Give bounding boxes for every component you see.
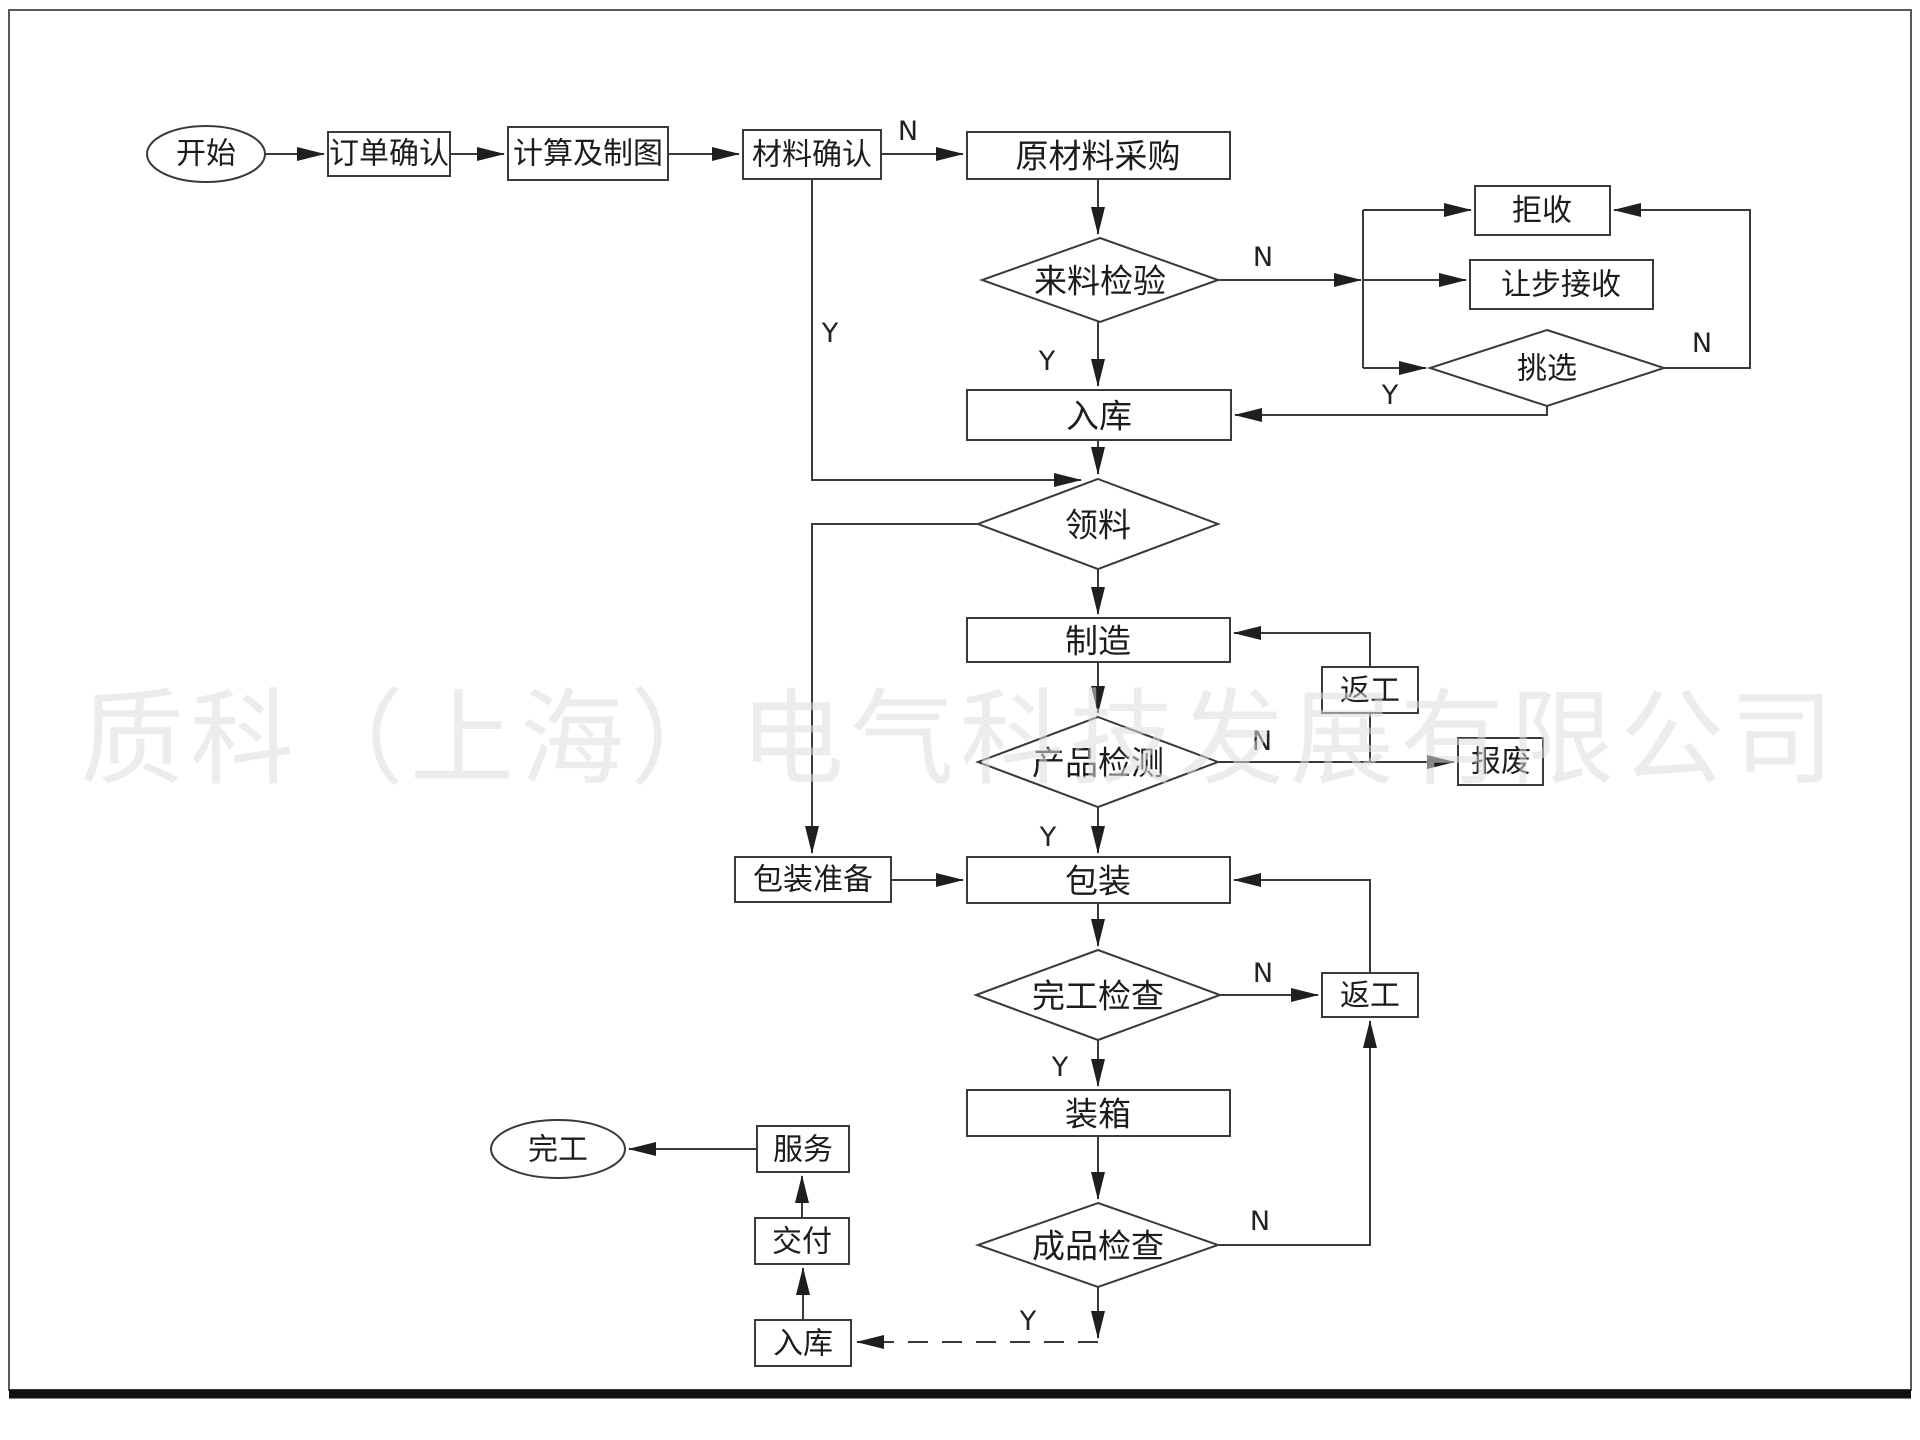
node-warehouse-in-1-label: 入库 [1066, 397, 1132, 436]
node-packaging-prep-shape [734, 856, 892, 903]
node-service-label: 服务 [773, 1133, 833, 1168]
node-packaging-label: 包装 [1065, 862, 1131, 901]
node-packaging-prep-label: 包装准备 [753, 863, 873, 898]
node-warehouse-in-2-label: 入库 [773, 1327, 833, 1362]
node-raw-purchase-shape [966, 131, 1231, 180]
node-reject-label: 拒收 [1512, 194, 1572, 229]
node-boxing-label: 装箱 [1065, 1095, 1131, 1134]
node-sorting-shape [1426, 328, 1668, 408]
edge-material-y-to-requisition [811, 179, 1082, 487]
nodes: 开始 订单确认 计算及制图 材料确认 原材料采购 来料检验 拒收 让步接收 挑选… [146, 125, 1668, 1367]
label-n-material-raw: N [898, 116, 918, 147]
edge-rework1-to-manufacture [1233, 626, 1371, 762]
node-scrap-shape [1457, 737, 1544, 786]
label-n-completion-check: N [1253, 958, 1273, 989]
node-scrap-label: 报废 [1471, 745, 1531, 780]
edge-sorting-n-to-reject [1613, 203, 1751, 369]
edge-requisition-to-packprep [805, 523, 978, 854]
node-concession-accept-label: 让步接收 [1501, 268, 1621, 303]
edge-final-n-to-rework2 [1218, 1020, 1377, 1246]
branch-labels: N N N Y Y Y N Y N Y N Y [821, 116, 1712, 1337]
label-n-incoming: N [1253, 242, 1273, 273]
node-service-shape [756, 1125, 850, 1173]
node-rework-1-label: 返工 [1340, 674, 1400, 709]
node-final-inspect-shape [974, 1201, 1222, 1289]
node-raw-purchase-label: 原材料采购 [1016, 137, 1181, 176]
label-y-product-inspect: Y [1039, 822, 1057, 853]
node-final-inspect-label: 成品检查 [1032, 1227, 1164, 1266]
edge-rework2-to-packaging [1233, 873, 1371, 973]
node-finish-label: 完工 [528, 1133, 588, 1168]
node-order-confirm-label: 订单确认 [329, 137, 449, 172]
label-y-material: Y [821, 318, 839, 349]
node-sorting-label: 挑选 [1517, 352, 1577, 387]
label-n-final-inspect: N [1250, 1206, 1270, 1237]
node-completion-check-shape [973, 948, 1223, 1042]
node-rework-2-label: 返工 [1340, 979, 1400, 1014]
node-material-requisition-shape [975, 477, 1221, 571]
node-product-inspect-label: 产品检测 [1032, 744, 1164, 783]
company-watermark: 质科（上海）电气科技发展有限公司 [80, 678, 1840, 800]
node-product-inspect-shape [975, 715, 1221, 809]
node-boxing-shape [966, 1089, 1231, 1137]
node-reject-shape [1474, 185, 1611, 236]
node-start-label: 开始 [176, 137, 236, 172]
label-y-sorting: Y [1381, 380, 1399, 411]
label-n-product-inspect: N [1252, 726, 1272, 757]
node-calc-draw-shape [507, 126, 669, 181]
connectors [265, 147, 1751, 1349]
node-delivery-shape [754, 1217, 850, 1265]
node-delivery-label: 交付 [772, 1225, 832, 1260]
node-start-shape [146, 125, 266, 183]
node-finish-shape [490, 1119, 626, 1179]
node-rework-2-shape [1321, 972, 1419, 1018]
node-material-confirm-shape [742, 129, 882, 180]
node-warehouse-in-2-shape [754, 1319, 852, 1367]
node-incoming-inspect-shape [979, 236, 1221, 324]
node-material-confirm-label: 材料确认 [752, 138, 872, 173]
node-packaging-shape [966, 856, 1231, 904]
node-rework-1-shape [1321, 666, 1419, 714]
label-y-final-inspect: Y [1019, 1306, 1037, 1337]
label-n-sorting: N [1692, 328, 1712, 359]
node-manufacture-label: 制造 [1065, 622, 1131, 661]
node-warehouse-in-1-shape [966, 389, 1232, 441]
node-material-requisition-label: 领料 [1065, 506, 1131, 545]
node-completion-check-label: 完工检查 [1032, 977, 1164, 1016]
node-incoming-inspect-label: 来料检验 [1034, 262, 1166, 301]
node-calc-draw-label: 计算及制图 [513, 137, 663, 172]
label-y-incoming: Y [1038, 346, 1056, 377]
label-y-completion-check: Y [1051, 1052, 1069, 1083]
node-concession-accept-shape [1469, 259, 1654, 310]
node-manufacture-shape [966, 617, 1231, 663]
node-order-confirm-shape [327, 131, 451, 177]
edge-sorting-y-to-warehouse1 [1234, 406, 1548, 422]
